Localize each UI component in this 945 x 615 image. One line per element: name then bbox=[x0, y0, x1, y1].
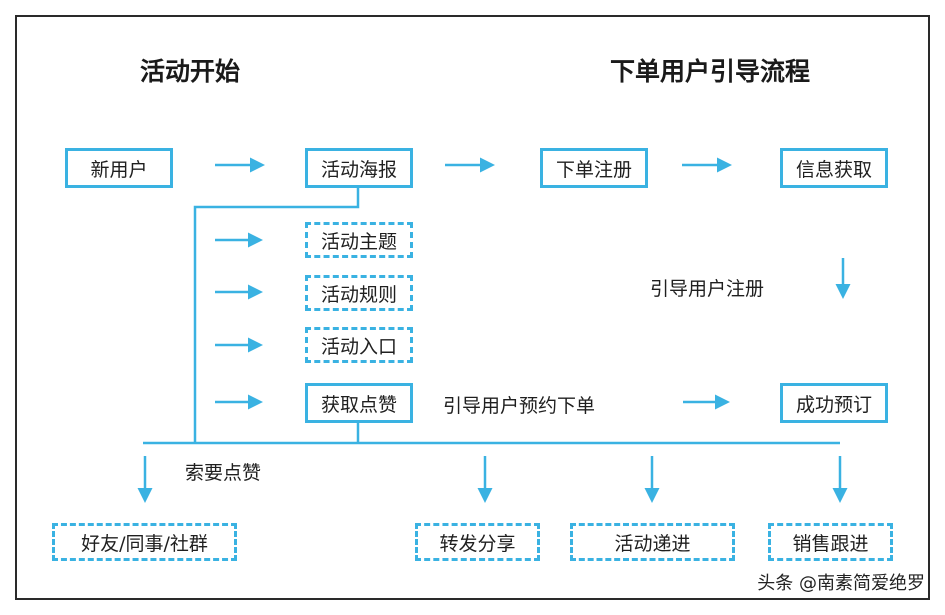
node-activity-theme: 活动主题 bbox=[305, 222, 413, 258]
label-ask-likes: 索要点赞 bbox=[185, 462, 262, 484]
connector-poster-branch bbox=[193, 185, 360, 443]
label-guide-booking: 引导用户预约下单 bbox=[443, 395, 596, 417]
node-forward-share: 转发分享 bbox=[415, 523, 540, 561]
label-guide-register: 引导用户注册 bbox=[650, 278, 765, 300]
node-sales-follow: 销售跟进 bbox=[768, 523, 893, 561]
node-order-register: 下单注册 bbox=[540, 148, 648, 188]
watermark: 头条 @南素简爱绝罗 bbox=[757, 573, 925, 594]
node-get-likes: 获取点赞 bbox=[305, 383, 413, 423]
node-success-booking: 成功预订 bbox=[780, 383, 888, 423]
node-info-acquire: 信息获取 bbox=[780, 148, 888, 188]
node-activity-poster: 活动海报 bbox=[305, 148, 413, 188]
node-new-user: 新用户 bbox=[65, 148, 173, 188]
node-friends-colleagues-groups: 好友/同事/社群 bbox=[52, 523, 237, 561]
node-activity-delivery: 活动递进 bbox=[570, 523, 735, 561]
title-order-guide-flow: 下单用户引导流程 bbox=[610, 57, 811, 86]
diagram-frame bbox=[15, 15, 930, 600]
title-activity-start: 活动开始 bbox=[140, 57, 241, 86]
node-activity-rules: 活动规则 bbox=[305, 275, 413, 311]
node-activity-entry: 活动入口 bbox=[305, 327, 413, 363]
